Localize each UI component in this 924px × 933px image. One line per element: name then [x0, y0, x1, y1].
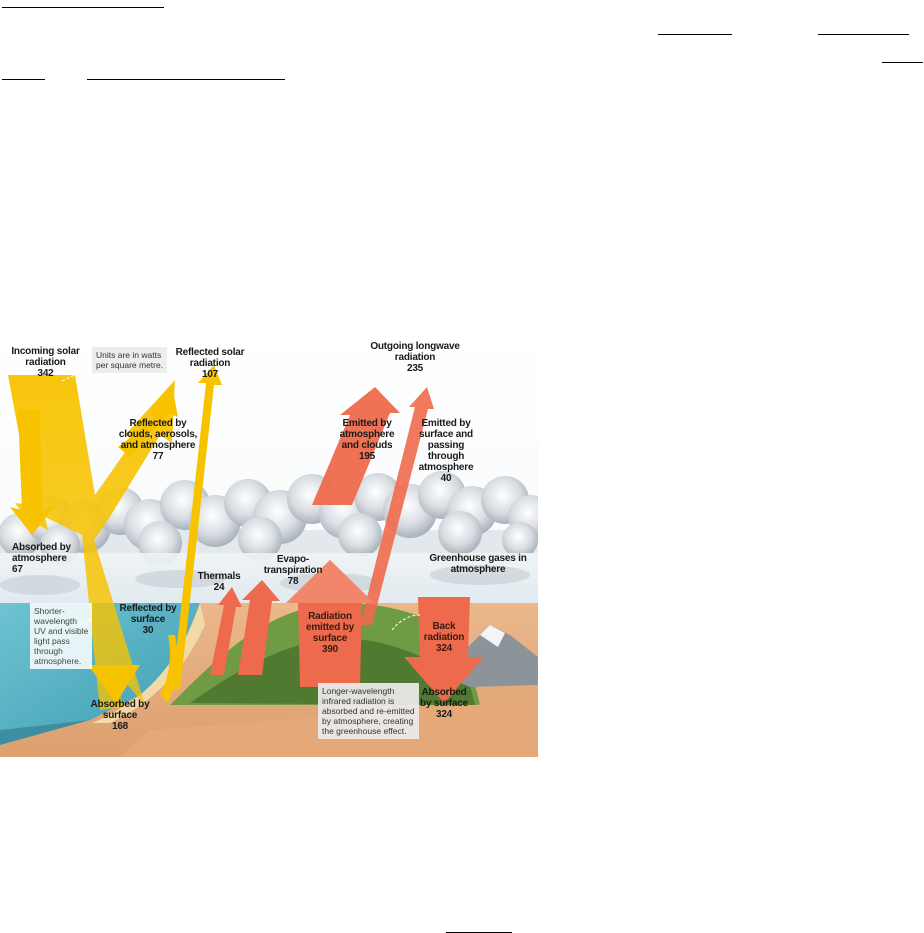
- reflected-clouds-label: Reflected by clouds, aerosols, and atmos…: [118, 418, 198, 462]
- solar-arrows: [8, 365, 222, 710]
- reflected-solar-label: Reflected solar radiation 107: [175, 347, 245, 380]
- blank-line-6: [87, 79, 285, 80]
- back-radiation-arrow: [404, 597, 484, 703]
- incoming-solar-label: Incoming solar radiation 342: [11, 346, 80, 379]
- outgoing-longwave-label: Outgoing longwave radiation 235: [370, 341, 460, 374]
- absorbed-atmosphere-label: Absorbed by atmosphere 67: [12, 542, 71, 575]
- shorter-wavelength-note: Shorter- wavelength UV and visible light…: [30, 603, 93, 669]
- emitted-surface-arrow: [360, 387, 434, 625]
- reflected-surface-label: Reflected by surface 30: [119, 603, 177, 636]
- blank-line-1: [2, 7, 164, 8]
- thermals-label: Thermals 24: [197, 571, 241, 593]
- earth-energy-budget-diagram: Incoming solar radiation 342 Units are i…: [0, 335, 538, 757]
- evapotranspiration-label: Evapo- transpiration 78: [263, 554, 323, 587]
- emitted-atmosphere-label: Emitted by atmosphere and clouds 195: [339, 418, 395, 462]
- longer-wavelength-note: Longer-wavelength infrared radiation is …: [318, 683, 419, 739]
- blank-line-5: [2, 79, 45, 80]
- blank-line-4: [882, 62, 923, 63]
- evapotranspiration-arrow: [238, 580, 280, 675]
- emitted-atmosphere-arrow: [312, 387, 400, 505]
- incoming-solar-arrow: [8, 375, 175, 710]
- thermals-arrow: [210, 587, 242, 675]
- infrared-arrows: [210, 387, 484, 703]
- absorbed-surface-arrow: [88, 665, 140, 703]
- reflected-clouds-arrow: [118, 385, 178, 457]
- units-note: Units are in watts per square metre.: [92, 347, 168, 373]
- blank-line-2: [658, 34, 732, 35]
- emitted-surface-label: Emitted by surface and passing through a…: [418, 418, 474, 484]
- absorbed-by-surface-324-label: Absorbed by surface 324: [419, 687, 469, 720]
- absorbed-surface-label: Absorbed by surface 168: [90, 699, 150, 732]
- reflected-surface-arrow: [172, 365, 222, 690]
- radiation-emitted-label: Radiation emitted by surface 390: [305, 611, 354, 655]
- diagram-artwork: [0, 335, 538, 757]
- back-radiation-label: Back radiation 324: [423, 621, 465, 654]
- greenhouse-gases-label: Greenhouse gases in atmosphere: [429, 553, 527, 575]
- blank-line-3: [818, 34, 909, 35]
